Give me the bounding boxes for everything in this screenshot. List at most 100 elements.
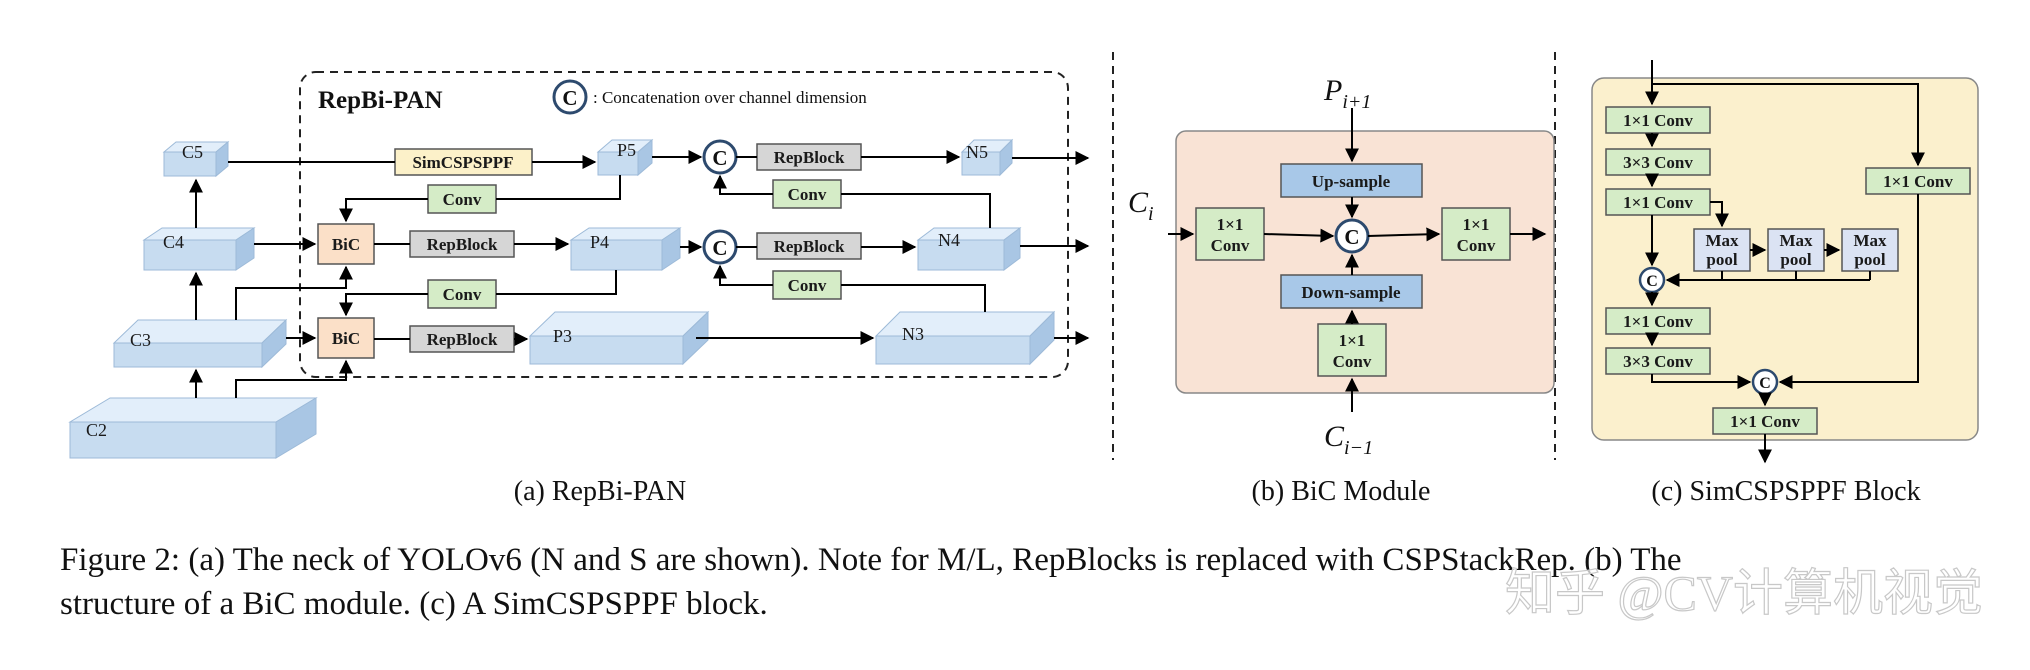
- bic-box-lower: BiC: [317, 317, 375, 359]
- sppf-conv1x1-c: 1×1 Conv: [1605, 307, 1711, 335]
- maxpool-label-line2: pool: [1780, 250, 1811, 269]
- sppf-maxpool-1: Max pool: [1693, 228, 1751, 272]
- maxpool-label-line1: Max: [1779, 231, 1813, 250]
- bic-downsample-box: Down-sample: [1280, 274, 1423, 309]
- maxpool-label-line1: Max: [1853, 231, 1887, 250]
- bic-upsample-box: Up-sample: [1280, 163, 1423, 198]
- concat-node-n5: C: [702, 139, 738, 175]
- legend-concat-symbol: C: [562, 86, 577, 110]
- figure-caption-line2: structure of a BiC module. (c) A SimCSPS…: [60, 586, 768, 622]
- conv-label-line1: 1×1: [1217, 215, 1244, 234]
- conv-label-line2: Conv: [1333, 352, 1372, 371]
- bic-concat-node: C: [1334, 218, 1370, 254]
- bic-module-panel: Pi+1 Ci Ci−1 Up-sample Down-sample 1×1 C…: [1128, 74, 1555, 507]
- concat-symbol: C: [1344, 225, 1359, 249]
- conv-label: 1×1 Conv: [1883, 172, 1953, 191]
- repblock-box-lower: RepBlock: [409, 325, 515, 353]
- label-p3: P3: [553, 326, 572, 346]
- feature-map-p4: P4: [569, 227, 682, 271]
- feature-map-p3: P3: [528, 310, 710, 366]
- sppf-box: SimCSPSPPF: [394, 148, 533, 176]
- concat-symbol: C: [712, 236, 727, 260]
- label-c2: C2: [86, 420, 107, 440]
- conv-box-right-mid: Conv: [772, 270, 842, 300]
- bic-conv-left: 1×1 Conv: [1195, 207, 1265, 261]
- conv-label: 1×1 Conv: [1623, 111, 1693, 130]
- conv-label: 3×3 Conv: [1623, 153, 1693, 172]
- sppf-conv1x1-b: 1×1 Conv: [1605, 188, 1711, 216]
- conv-box-mid: Conv: [427, 279, 497, 309]
- bic-panel-background: [1175, 130, 1555, 394]
- bic-conv-bottom: 1×1 Conv: [1317, 323, 1387, 377]
- concat-symbol: C: [712, 146, 727, 170]
- conv-label: Conv: [788, 276, 827, 295]
- concat-symbol: C: [1646, 273, 1658, 290]
- caption-b: (b) BiC Module: [1252, 476, 1431, 507]
- conv-label: Conv: [443, 190, 482, 209]
- sppf-conv1x1-a: 1×1 Conv: [1605, 106, 1711, 134]
- sppf-concat-b: C: [1751, 368, 1779, 396]
- bic-input-bottom: Ci−1: [1324, 420, 1373, 459]
- feature-map-p5: P5: [596, 138, 654, 177]
- watermark: 知乎 @CV计算机视觉: [1505, 565, 1983, 621]
- label-p4: P4: [590, 232, 609, 252]
- repblock-label: RepBlock: [774, 237, 845, 256]
- repblock-box-n4: RepBlock: [756, 232, 862, 260]
- label-p5: P5: [617, 140, 636, 160]
- label-c3: C3: [130, 330, 151, 350]
- feature-map-c5: C5: [162, 140, 230, 178]
- label-c5: C5: [182, 142, 203, 162]
- conv-label: Conv: [788, 185, 827, 204]
- conv-label-line2: Conv: [1211, 236, 1250, 255]
- conv-box-top: Conv: [427, 184, 497, 214]
- legend-text: : Concatenation over channel dimension: [593, 88, 867, 107]
- sppf-conv3x3-a: 3×3 Conv: [1605, 148, 1711, 176]
- concat-symbol: C: [1759, 375, 1771, 392]
- label-n5: N5: [966, 142, 988, 162]
- upsample-label: Up-sample: [1312, 172, 1391, 191]
- label-n3: N3: [902, 324, 924, 344]
- maxpool-label-line1: Max: [1705, 231, 1739, 250]
- maxpool-label-line2: pool: [1854, 250, 1885, 269]
- repblock-label: RepBlock: [427, 330, 498, 349]
- conv-label: 3×3 Conv: [1623, 352, 1693, 371]
- bic-label: BiC: [332, 329, 360, 348]
- repbi-pan-connections: [189, 150, 1090, 398]
- bic-label: BiC: [332, 235, 360, 254]
- concat-node-n4: C: [702, 229, 738, 265]
- conv-label-line1: 1×1: [1463, 215, 1490, 234]
- label-n4: N4: [938, 230, 960, 250]
- bic-conv-right: 1×1 Conv: [1441, 207, 1511, 261]
- sppf-maxpool-3: Max pool: [1841, 228, 1899, 272]
- label-c4: C4: [163, 232, 184, 252]
- caption-c: (c) SimCSPSPPF Block: [1651, 476, 1920, 507]
- maxpool-label-line2: pool: [1706, 250, 1737, 269]
- repblock-label: RepBlock: [427, 235, 498, 254]
- feature-map-c4: C4: [142, 227, 256, 271]
- bic-input-left: Ci: [1128, 186, 1154, 225]
- repblock-label: RepBlock: [774, 148, 845, 167]
- conv-label: 1×1 Conv: [1623, 312, 1693, 331]
- repblock-box-upper: RepBlock: [409, 230, 515, 258]
- simcspsppf-panel: 1×1 Conv 3×3 Conv 1×1 Conv 1×1 Conv Max …: [1591, 60, 1979, 507]
- sppf-maxpool-2: Max pool: [1767, 228, 1825, 272]
- feature-map-c2: C2: [68, 397, 318, 459]
- repbi-pan-title: RepBi-PAN: [318, 87, 443, 114]
- concat-legend: C : Concatenation over channel dimension: [552, 79, 867, 115]
- figure-caption-line1: Figure 2: (a) The neck of YOLOv6 (N and …: [60, 542, 1682, 578]
- repbi-pan-border: [299, 71, 1069, 378]
- repblock-box-n5: RepBlock: [756, 143, 862, 171]
- bic-input-top: Pi+1: [1323, 74, 1371, 113]
- downsample-label: Down-sample: [1301, 283, 1401, 302]
- bic-box-upper: BiC: [317, 223, 375, 265]
- conv-box-right-top: Conv: [772, 179, 842, 209]
- feature-map-n3: N3: [874, 310, 1056, 366]
- repbi-pan-panel: RepBi-PAN C : Concatenation over channel…: [68, 71, 1090, 507]
- legend-concat-icon: [552, 79, 588, 115]
- feature-map-n4: N4: [916, 227, 1022, 271]
- sppf-conv1x1-shortcut: 1×1 Conv: [1865, 167, 1971, 195]
- bic-connections: [1168, 108, 1547, 412]
- conv-label: 1×1 Conv: [1623, 193, 1693, 212]
- conv-label: 1×1 Conv: [1730, 412, 1800, 431]
